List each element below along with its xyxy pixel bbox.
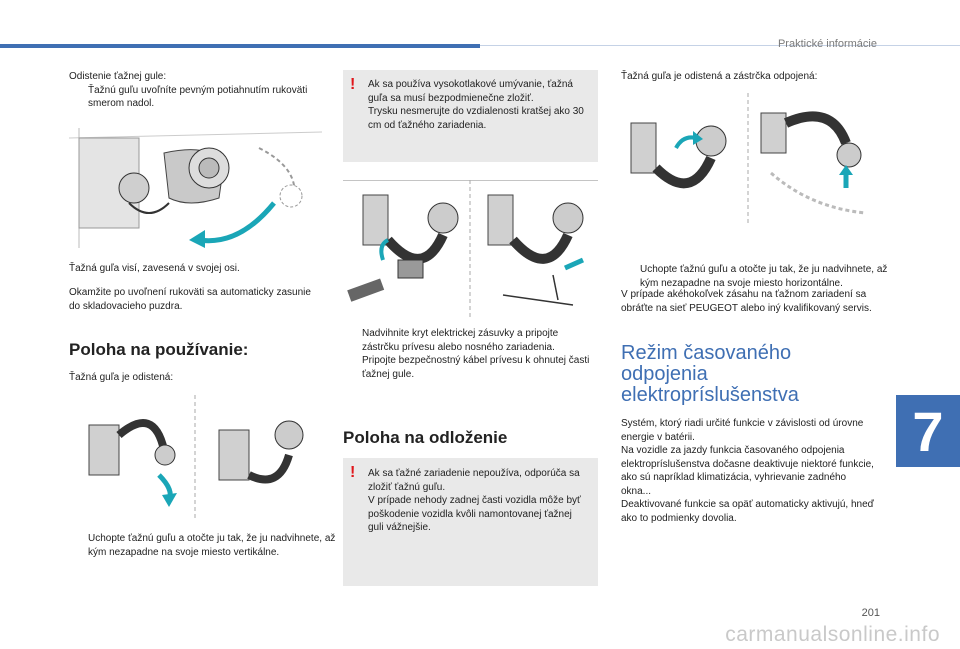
service-note: V prípade akéhokoľvek zásahu na ťažnom z… <box>621 289 872 314</box>
bullet-text: Ťažnú guľu uvoľníte pevným potiahnutím r… <box>88 84 308 110</box>
caption-hanging: Ťažná guľa visí, zavesená v svojej osi. <box>69 263 240 274</box>
warning-icon: ! <box>350 76 356 93</box>
watermark: carmanualsonline.info <box>725 623 940 646</box>
caption-auto-retract: Okamžite po uvoľnení rukoväti sa automat… <box>69 287 311 312</box>
heading-storage-position: Poloha na odloženie <box>343 428 508 447</box>
caption-unlocked: Ťažná guľa je odistená: <box>69 372 174 383</box>
header-accent-bar <box>0 44 480 48</box>
bullet-item: Uchopte ťažnú guľu a otočte ju tak, že j… <box>621 263 895 290</box>
unlock-instructions: Odistenie ťažnej gule: Ťažnú guľu uvoľní… <box>69 70 319 111</box>
bullet-text: Pripojte bezpečnostný kábel prívesu k oh… <box>362 355 590 380</box>
caption-unplugged: Ťažná guľa je odistená a zástrčka odpoje… <box>621 71 818 82</box>
bullet-item: Nadvihnite kryt elektrickej zásuvky a pr… <box>343 327 598 354</box>
bullet-item: Ťažnú guľu uvoľníte pevným potiahnutím r… <box>69 84 319 111</box>
unlock-intro: Odistenie ťažnej gule: <box>69 71 167 82</box>
towball-rotate-horizontal-illustration <box>621 93 876 223</box>
towball-release-illustration <box>69 128 322 248</box>
section-title: Praktické informácie <box>777 38 877 50</box>
bullet-item: Uchopte ťažnú guľu a otočte ju tak, že j… <box>69 532 338 559</box>
heading-economy-mode: Režim časovaného odpojenia elektropríslu… <box>621 342 799 406</box>
towball-rotate-vertical-illustration <box>69 395 322 520</box>
socket-instructions: Nadvihnite kryt elektrickej zásuvky a pr… <box>343 327 598 381</box>
chapter-tab: 7 <box>896 395 960 467</box>
bullet-text: Nadvihnite kryt elektrickej zásuvky a pr… <box>362 328 559 353</box>
economy-mode-description: Systém, ktorý riadi určité funkcie v záv… <box>621 418 874 524</box>
warning-box-high-pressure: ! Ak sa používa vysokotlakové umývanie, … <box>343 70 598 162</box>
heading-usage-position: Poloha na používanie: <box>69 340 249 359</box>
warning-text: Ak sa používa vysokotlakové umývanie, ťa… <box>368 79 584 131</box>
bullet-item: Pripojte bezpečnostný kábel prívesu k oh… <box>343 354 598 381</box>
page-number: 201 <box>861 607 880 619</box>
bullet-text: Uchopte ťažnú guľu a otočte ju tak, že j… <box>88 533 336 558</box>
bullet-text: Uchopte ťažnú guľu a otočte ju tak, že j… <box>640 264 888 289</box>
header-rule <box>480 45 960 46</box>
warning-text: Ak sa ťažné zariadenie nepoužíva, odporú… <box>368 468 581 533</box>
warning-icon: ! <box>350 464 356 481</box>
warning-box-storage: ! Ak sa ťažné zariadenie nepoužíva, odpo… <box>343 458 598 586</box>
socket-connection-illustration <box>343 180 598 320</box>
